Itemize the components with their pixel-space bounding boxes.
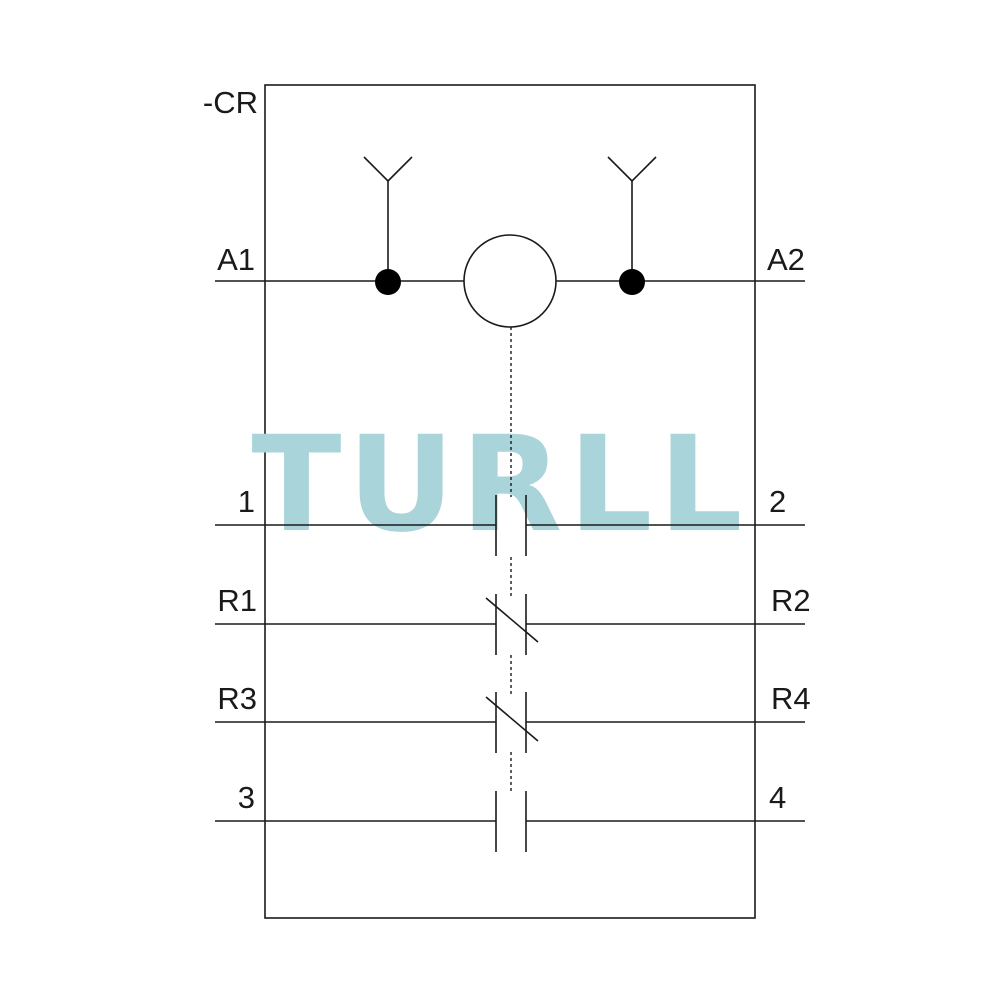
watermark: TURLL: [251, 408, 748, 562]
left-terminal-fork-icon: [363, 156, 413, 281]
device-enclosure: [264, 84, 756, 919]
contact-nc-r3-r4: [215, 692, 805, 753]
coil-terminal-left: A1: [217, 242, 255, 277]
contact-r1-left-label: R1: [217, 583, 257, 618]
left-junction-dot: [375, 269, 401, 295]
contact-no-1-2: [215, 495, 805, 556]
device-tag: -CR: [203, 85, 258, 120]
contact-no-3-4: [215, 791, 805, 852]
right-junction-dot: [619, 269, 645, 295]
coil-circuit: [215, 156, 805, 328]
contact-1-left-label: 1: [238, 484, 255, 519]
contact-r2-right-label: R2: [771, 583, 811, 618]
contact-3-left-label: 3: [238, 780, 255, 815]
contact-r3-left-label: R3: [217, 681, 257, 716]
coil-symbol: [463, 234, 557, 328]
right-terminal-fork-icon: [607, 156, 657, 281]
contact-1-right-label: 2: [769, 484, 786, 519]
contact-r4-right-label: R4: [771, 681, 811, 716]
contact-4-right-label: 4: [769, 780, 786, 815]
contact-nc-r1-r2: [215, 594, 805, 655]
coil-terminal-right: A2: [767, 242, 805, 277]
